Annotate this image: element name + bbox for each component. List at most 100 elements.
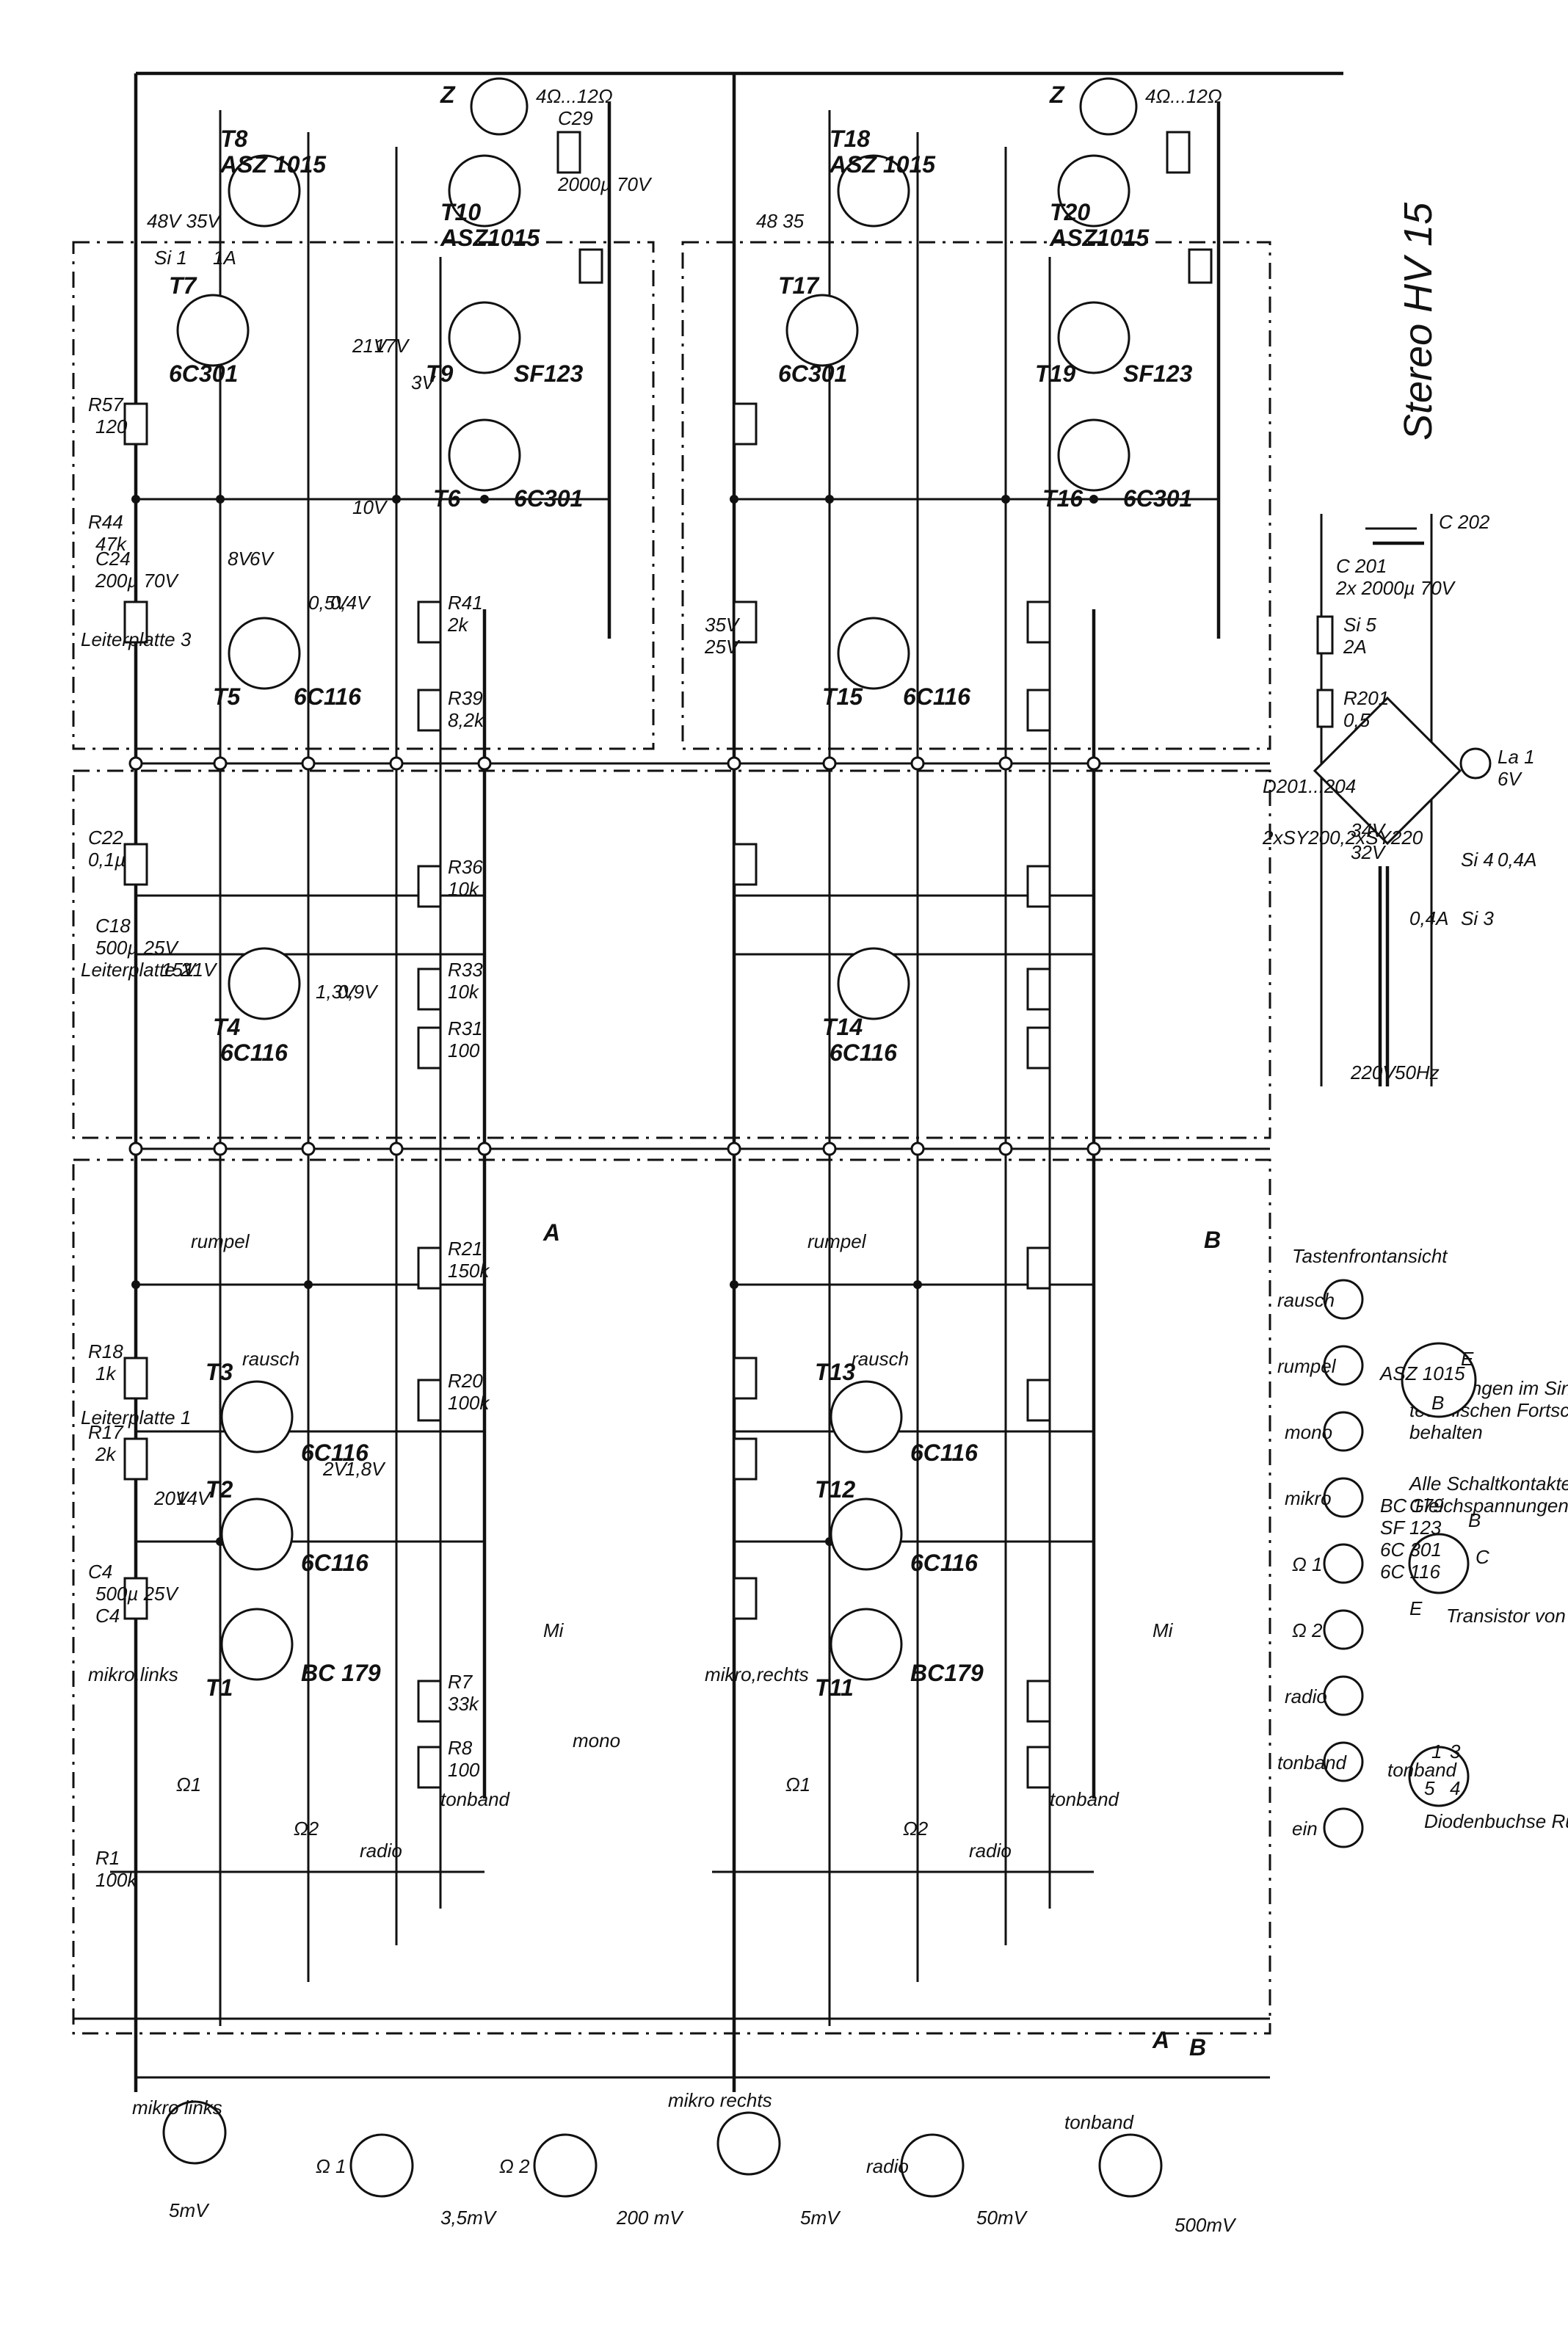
part-ref: C18 [95, 915, 131, 937]
part-ref: R20 [448, 1370, 483, 1392]
t9-type: SF123 [514, 360, 583, 387]
t18-type: ASZ 1015 [829, 151, 936, 178]
resistor-bodies [123, 131, 1213, 1789]
voltage-label: 2V [322, 1458, 348, 1480]
input-socket-mikro-links [162, 2100, 227, 2165]
t12-type: 6C116 [910, 1550, 978, 1576]
resistor-r201 [1316, 689, 1334, 728]
component-labels: C22 0,1µ R18 1k R17 2k C4 500µ 25V R57 1… [88, 107, 653, 1891]
din-pin: 3 [1450, 1740, 1461, 1762]
key-mikro [1323, 1477, 1364, 1518]
t5-type: 6C116 [294, 683, 361, 710]
asz-pinout: ASZ 1015 E B [1379, 1342, 1477, 1418]
r201-ref: R201 [1343, 687, 1389, 709]
key-front-view: ein tonband radio Ω 2 Ω 1 mikro mono rum… [1277, 1245, 1448, 1848]
t16-ref: T16 [1042, 485, 1083, 512]
voltage-label: 21V [352, 335, 388, 357]
asz-pin: E [1461, 1348, 1474, 1370]
t11-type: BC179 [910, 1660, 984, 1686]
input-sockets [162, 2100, 1163, 2198]
part-value: 10k [448, 878, 480, 900]
input-socket-omega-2 [533, 2133, 598, 2198]
junctions [128, 495, 1101, 1546]
key-rausch [1323, 1279, 1364, 1320]
key-label: tonband [1277, 1751, 1348, 1774]
key-tonband [1323, 1741, 1364, 1782]
voltage-label: 3V [411, 371, 436, 393]
asz-bottom-view-icon [1401, 1342, 1477, 1418]
c202-ref: C 202 [1439, 511, 1490, 533]
input-socket-radio [900, 2133, 965, 2198]
voltage-label: 0,4V [330, 592, 371, 614]
voltage-labels: 0,5V 0,4V 8V 6V 21V 17V 3V 10V 15V 11V 2… [153, 335, 741, 1509]
part-value: 100k [448, 1392, 490, 1414]
input-b-label: B [1189, 2034, 1206, 2061]
t2-type: 6C116 [301, 1550, 369, 1576]
key-front-caption: Tastenfrontansicht [1292, 1245, 1448, 1267]
t19-ref: T19 [1035, 360, 1075, 387]
t15-type: 6C116 [903, 683, 970, 710]
switch-omega2-label-r: Ω2 [903, 1818, 929, 1840]
din-pin: 1 [1431, 1740, 1442, 1762]
voltage-label: 6V [250, 548, 275, 570]
t19-type: SF123 [1123, 360, 1192, 387]
t17-ref: T17 [778, 272, 820, 299]
part-ref: R57 [88, 393, 124, 415]
board-1-name: Leiterplatte 1 [81, 1406, 191, 1428]
switch-mi-label: Mi [543, 1619, 565, 1641]
board-3-right-outline [681, 241, 1271, 750]
outputs: A B A B [542, 1219, 1221, 2061]
switch-omega1-label: Ω1 [176, 1774, 201, 1796]
din-socket-caption: Diodenbuchse Rückansicht [1424, 1810, 1568, 1832]
input-socket-omega-1 [349, 2133, 414, 2198]
input-name: mikro links [132, 2096, 222, 2119]
part-value: 2k [95, 1443, 117, 1465]
transistor-t18 [837, 154, 910, 228]
switch-rumpel-label-r: rumpel [807, 1230, 867, 1252]
pinout-pin: C [1476, 1546, 1489, 1568]
rectifier-types: 2xSY200,2xSY220 [1262, 827, 1423, 849]
lamp-fuse-ref: Si 4 [1461, 849, 1494, 871]
transistor-t4 [228, 947, 301, 1020]
voltage-label: 11V [184, 959, 218, 981]
secondary-2: 32V [1351, 841, 1387, 863]
pinout-caption: Transistor von unten [1446, 1605, 1568, 1627]
note-line: Gleichspannungen gemessen mit 20kΩ/V [1409, 1495, 1568, 1517]
input-labels: mikro links 5mV Ω 1 3,5mV Ω 2 200 mV mik… [132, 2089, 1237, 2236]
t8-ref: T8 [220, 126, 248, 152]
din-socket-name: tonband [1387, 1759, 1458, 1781]
speaker-left-impedance: 4Ω...12Ω [536, 85, 613, 107]
board-2-outline [72, 769, 1271, 1139]
t11-ref: T11 [815, 1674, 854, 1701]
board-2-name: Leiterplatte 2 [81, 959, 192, 981]
lamp-value: 6V [1498, 768, 1522, 790]
switch-mikro-rechts-label: mikro,rechts [705, 1663, 809, 1685]
t20-ref: T20 [1050, 199, 1090, 225]
part-ref: R44 [88, 511, 123, 533]
t15-ref: T15 [822, 683, 863, 710]
transistor-t17 [785, 294, 859, 367]
part-value: 33k [448, 1693, 480, 1715]
part-ref: R33 [448, 959, 483, 981]
input-level: 50mV [976, 2207, 1028, 2229]
board-3-left-outline [72, 241, 655, 750]
board-outlines [72, 241, 1271, 2035]
din-socket: tonband Diodenbuchse Rückansicht 1 3 4 5 [1387, 1740, 1568, 1832]
notes: Änderungen im Sinne des technischen Fort… [1408, 1377, 1568, 1517]
part-ref: R1 [95, 1847, 120, 1869]
pinout-type: BC 179 [1380, 1495, 1444, 1517]
part-value: 8,2k [448, 709, 485, 731]
part-value: 10k [448, 981, 480, 1003]
input-a-label: A [1152, 2027, 1169, 2053]
rail-voltage-left: 48V 35V [147, 210, 222, 232]
part-value: 0,1µ [88, 849, 126, 871]
switch-radio-label: radio [360, 1840, 402, 1862]
transistor-t13 [830, 1380, 903, 1453]
t12-ref: T12 [815, 1476, 855, 1503]
input-name: mikro rechts [668, 2089, 772, 2111]
mains-fuse-ref: Si 3 [1461, 907, 1494, 929]
key-mono [1323, 1411, 1364, 1452]
key-label: mikro [1285, 1487, 1332, 1509]
switch-radio-label-r: radio [969, 1840, 1012, 1862]
